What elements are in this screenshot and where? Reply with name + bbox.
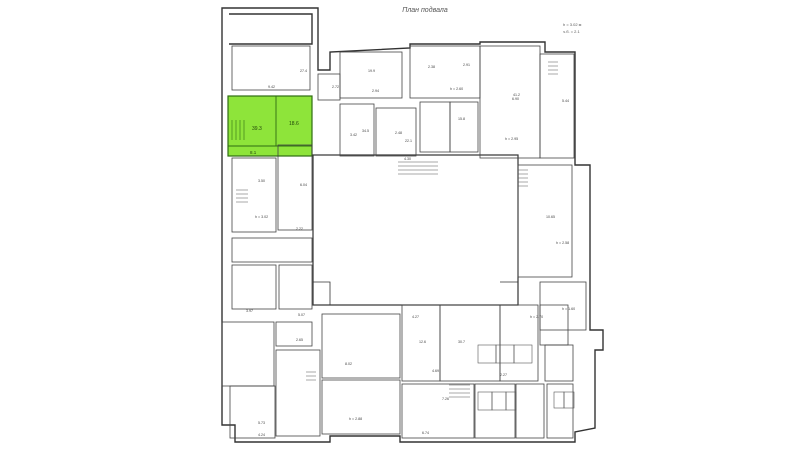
room-label: 41.2 <box>513 93 520 97</box>
highlighted-unit-label-3: 8.1 <box>250 150 257 155</box>
room-label: 3.97 <box>246 309 253 313</box>
small-rooms <box>477 344 575 411</box>
room-label: 3.50 <box>258 179 265 183</box>
outer-walls <box>221 7 604 443</box>
room-label: 6.90 <box>512 97 519 101</box>
room-label: 4.27 <box>412 315 419 319</box>
room-label: h = 2.88 <box>349 417 362 421</box>
building-outline <box>221 7 604 443</box>
courtyard-area <box>312 154 519 306</box>
room-label: 5.44 <box>562 99 569 103</box>
room-label: 4.30 <box>404 157 411 161</box>
room-label: 2.27 <box>500 373 507 377</box>
room-label: 4.69 <box>432 369 439 373</box>
room-label: 3.42 <box>350 133 357 137</box>
room-label: 8.02 <box>345 362 352 366</box>
room-label: 10.65 <box>546 215 555 219</box>
room-label: 2.48 <box>395 131 402 135</box>
room-label: 6.04 <box>300 183 307 187</box>
highlighted-unit: 39.3 18.6 8.1 <box>227 95 313 157</box>
room-label: h = 2.70 <box>530 315 543 319</box>
room-label: 2.65 <box>296 338 303 342</box>
top-left-block <box>229 13 313 45</box>
scale-note-2: ч.б. = 2.1 <box>563 29 580 34</box>
room-label: 22.1 <box>405 139 412 143</box>
room-label: 5.73 <box>258 421 265 425</box>
room-label: 6.74 <box>422 431 429 435</box>
plan-title: План подвала <box>402 6 448 14</box>
courtyard <box>312 154 519 306</box>
room-label: 2.91 <box>463 63 470 67</box>
room-label: 27.4 <box>300 69 307 73</box>
highlighted-unit-label-1: 39.3 <box>252 126 262 132</box>
room-label: 19.9 <box>368 69 375 73</box>
room-label: 2.94 <box>372 89 379 93</box>
room-label: 15.8 <box>458 117 465 121</box>
interior-walls <box>221 45 587 439</box>
stairs <box>236 61 558 398</box>
room-label-layer: 9.42 2.72 2.94 2.38 2.91 3.42 2.48 h = 2.60 6.90… <box>246 63 575 437</box>
room-label: h = 3.02 <box>255 215 268 219</box>
room-label: h = 2.58 <box>556 241 569 245</box>
highlighted-unit-label-2: 18.6 <box>289 121 299 127</box>
room-label: 2.38 <box>428 65 435 69</box>
room-label: 2.22 <box>296 227 303 231</box>
room-label: 2.72 <box>332 85 339 89</box>
room-label: 7.26 <box>442 397 449 401</box>
room-label: 5.07 <box>298 313 305 317</box>
room-label: h = 1.60 <box>562 307 575 311</box>
room-label: 4.24 <box>258 433 265 437</box>
room-label: h = 2.95 <box>505 137 518 141</box>
room-label: 34.5 <box>362 129 369 133</box>
highlighted-unit-fill <box>228 96 312 156</box>
scale-note-1: h = 3.02 м <box>563 22 582 27</box>
room-label: 9.42 <box>268 85 275 89</box>
room-label: 12.6 <box>419 340 426 344</box>
room-label: 30.7 <box>458 340 465 344</box>
room-label: h = 2.60 <box>450 87 463 91</box>
